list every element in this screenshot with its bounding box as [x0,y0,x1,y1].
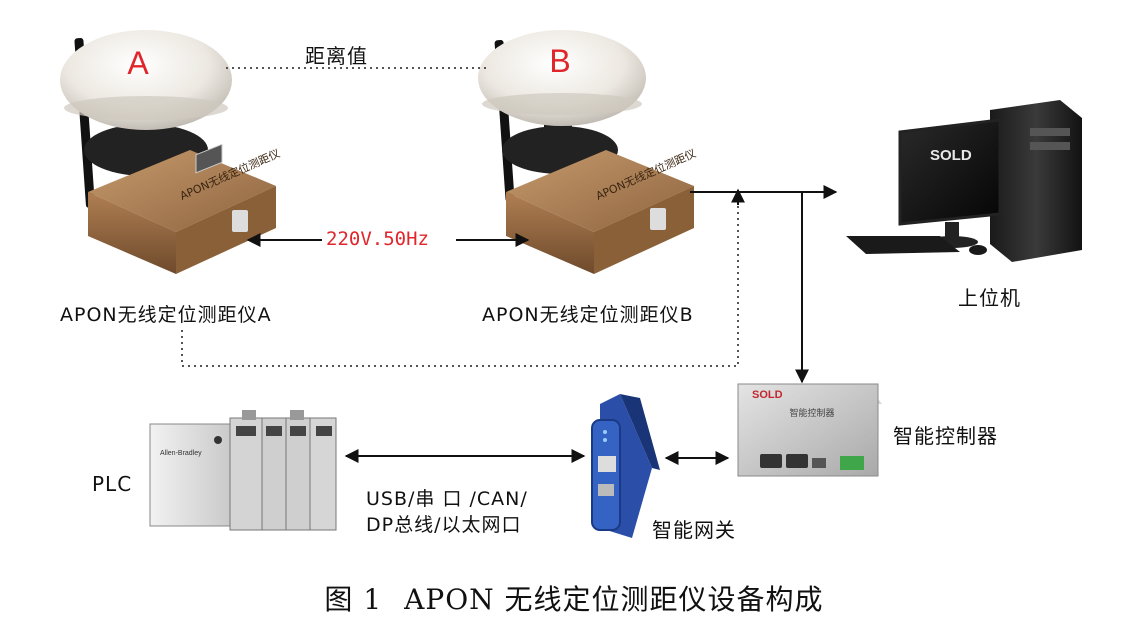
plc-label: PLC [92,472,133,496]
controller-brand: SOLD [752,389,783,401]
smart-gateway [591,394,660,538]
smart-controller: SOLD 智能控制器 [737,383,882,477]
bus-label-line2: DP总线/以太网口 [366,514,522,536]
figure-title: APON 无线定位测距仪设备构成 [404,583,824,616]
mouse-icon [969,245,987,255]
controller-plate: 智能控制器 [789,407,834,419]
power-label: 220V.50Hz [326,228,429,250]
device-a: A APON无线定位测距仪 [60,30,282,274]
keyboard-icon [846,236,960,254]
pc-brand: SOLD [930,147,972,164]
device-b: B APON无线定位测距仪 [478,30,698,274]
plc-brand: Allen-Bradley [160,450,202,457]
monitor-icon [898,118,1002,226]
dome-letter-b: B [549,43,570,79]
plc-device: Allen-Bradley [149,410,337,531]
host-pc-label: 上位机 [958,286,1021,310]
device-a-label: APON无线定位测距仪A [60,304,272,326]
controller-label: 智能控制器 [893,424,998,448]
bus-label-line1: USB/串 口 /CAN/ [366,488,528,510]
device-b-label: APON无线定位测距仪B [482,304,694,326]
figure-caption: 图 1 APON 无线定位测距仪设备构成 [0,578,1148,618]
a-to-junction-dotted [181,206,739,367]
figure-number: 图 1 [324,583,383,616]
gateway-label: 智能网关 [652,518,736,542]
host-pc: SOLD [846,100,1082,262]
dome-letter-a: A [127,45,149,81]
distance-label: 距离值 [305,44,368,68]
